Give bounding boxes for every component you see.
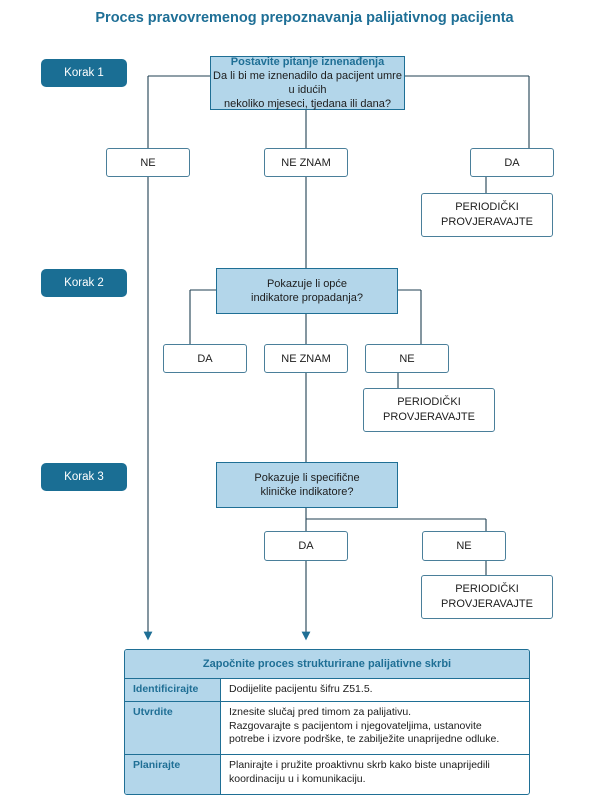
structured-care-heading: Započnite proces strukturirane palijativ… — [125, 650, 529, 679]
answer-ne-znam-1: NE ZNAM — [264, 148, 348, 177]
care-row-line: potrebe i izvore podrške, te zabilježite… — [229, 733, 500, 745]
question-surprise-heading: Postavite pitanje iznenađenja — [230, 56, 385, 68]
answer-ne-znam-2: NE ZNAM — [264, 344, 348, 373]
page-title: Proces pravovremenog prepoznavanja palij… — [95, 10, 514, 26]
care-row-label: Planirajte — [125, 755, 221, 794]
structured-care-box: Započnite proces strukturirane palijativ… — [124, 649, 530, 795]
periodic-check-2-line2: PROVJERAVAJTE — [383, 411, 475, 423]
question-clinical-line1: Pokazuje li specifične — [254, 472, 360, 484]
question-general-indicators: Pokazuje li opće indikatore propadanja? — [216, 268, 398, 314]
periodic-check-1-line1: PERIODIČKI — [455, 201, 519, 213]
care-row-label: Identificirajte — [125, 679, 221, 701]
care-row-line: Planirajte i pružite proaktivnu skrb kak… — [229, 759, 490, 771]
periodic-check-2: PERIODIČKI PROVJERAVAJTE — [363, 388, 495, 432]
question-surprise-line2: nekoliko mjeseci, tjedana ili dana? — [224, 98, 391, 110]
answer-ne-3: NE — [422, 531, 506, 561]
care-row-text: Dodijelite pacijentu šifru Z51.5. — [221, 679, 529, 701]
step-label-3: Korak 3 — [41, 463, 127, 491]
periodic-check-3-line1: PERIODIČKI — [455, 583, 519, 595]
periodic-check-1: PERIODIČKI PROVJERAVAJTE — [421, 193, 553, 237]
question-surprise-line1: Da li bi me iznenadilo da pacijent umre … — [213, 70, 402, 96]
step-label-1: Korak 1 — [41, 59, 127, 87]
question-clinical-indicators: Pokazuje li specifične kliničke indikato… — [216, 462, 398, 508]
question-general-line2: indikatore propadanja? — [251, 292, 363, 304]
answer-da-2: DA — [163, 344, 247, 373]
care-row-line: koordinaciju u i komunikaciju. — [229, 772, 366, 785]
care-row-text: Iznesite slučaj pred timom za palijativu… — [221, 702, 529, 754]
care-row-label: Utvrdite — [125, 702, 221, 754]
answer-da-1: DA — [470, 148, 554, 177]
periodic-check-2-line1: PERIODIČKI — [397, 396, 461, 408]
care-row-assess: Utvrdite Iznesite slučaj pred timom za p… — [125, 702, 529, 755]
care-row-line: Iznesite slučaj pred timom za palijativu… — [229, 706, 412, 718]
care-row-text: Planirajte i pružite proaktivnu skrb kak… — [221, 755, 529, 794]
periodic-check-1-line2: PROVJERAVAJTE — [441, 216, 533, 228]
question-general-line1: Pokazuje li opće — [266, 278, 348, 290]
care-row-line: Razgovarajte s pacijentom i njegovatelji… — [229, 719, 482, 732]
care-row-plan: Planirajte Planirajte i pružite proaktiv… — [125, 755, 529, 794]
answer-ne-1: NE — [106, 148, 190, 177]
care-row-identify: Identificirajte Dodijelite pacijentu šif… — [125, 679, 529, 702]
step-label-2: Korak 2 — [41, 269, 127, 297]
answer-da-3: DA — [264, 531, 348, 561]
periodic-check-3: PERIODIČKI PROVJERAVAJTE — [421, 575, 553, 619]
periodic-check-3-line2: PROVJERAVAJTE — [441, 598, 533, 610]
care-row-line: Dodijelite pacijentu šifru Z51.5. — [229, 683, 373, 695]
answer-ne-2: NE — [365, 344, 449, 373]
question-surprise: Postavite pitanje iznenađenja Da li bi m… — [210, 56, 405, 110]
question-clinical-line2: kliničke indikatore? — [260, 486, 354, 498]
